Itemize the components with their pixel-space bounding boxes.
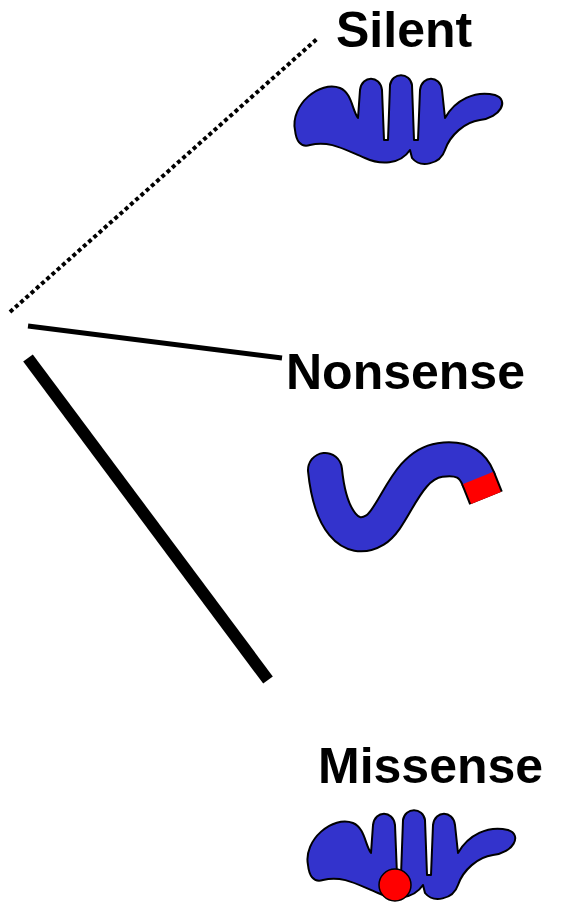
folded-protein xyxy=(294,75,502,164)
truncated-protein xyxy=(325,459,486,534)
mutation-label: Missense xyxy=(318,738,543,796)
mutation-type-heading: Silent xyxy=(336,2,472,60)
substitution-dot xyxy=(379,869,411,901)
thin-branch-line xyxy=(28,326,282,358)
mutation-type-heading: Missense xyxy=(318,738,543,796)
thick-branch-line xyxy=(28,358,268,680)
dotted-branch-line xyxy=(10,38,318,312)
truncation-tip xyxy=(478,478,486,498)
mutation-label: Silent xyxy=(336,2,472,60)
mutation-label: Nonsense xyxy=(286,344,525,402)
mutation-type-heading: Nonsense xyxy=(286,344,525,402)
